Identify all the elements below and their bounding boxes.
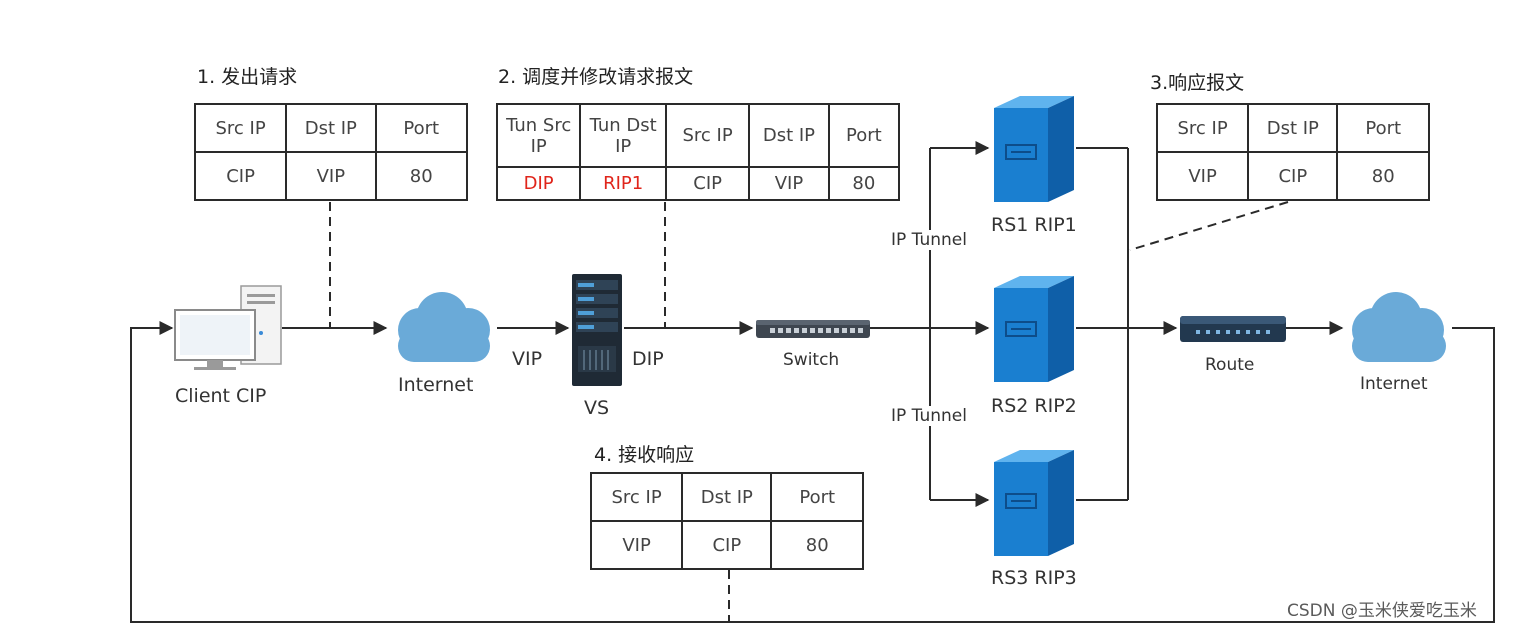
- step1-title: 1. 发出请求: [197, 66, 298, 88]
- header-src-ip: Src IP: [665, 102, 751, 169]
- value-src-ip: VIP: [589, 520, 684, 570]
- vs-label: VS: [584, 397, 610, 419]
- ip-tunnel-label-top: IP Tunnel: [889, 230, 969, 250]
- header-tun-dst-ip: Tun Dst IP: [579, 102, 668, 169]
- value-port: 80: [374, 151, 468, 201]
- packet-table-step4: Src IP Dst IP Port VIP CIP 80: [589, 472, 864, 570]
- line-return-loop: [130, 321, 1495, 623]
- header-dst-ip: Dst IP: [748, 102, 830, 169]
- packet-table-step2: Tun Src IP Tun Dst IP Src IP Dst IP Port…: [495, 102, 901, 201]
- vip-label: VIP: [512, 348, 543, 370]
- server-icon-rs2: [994, 276, 1074, 382]
- header-port: Port: [770, 472, 864, 522]
- rs2-label: RS2 RIP2: [991, 395, 1077, 417]
- value-src-ip: VIP: [1155, 151, 1250, 201]
- value-port: 80: [770, 520, 864, 570]
- rs1-label: RS1 RIP1: [991, 214, 1077, 236]
- internet-left-label: Internet: [398, 374, 474, 396]
- computer-icon: [174, 285, 282, 370]
- header-port: Port: [1336, 103, 1430, 153]
- value-port: 80: [827, 166, 901, 201]
- dash-step3: [1129, 201, 1289, 251]
- header-dst-ip: Dst IP: [681, 472, 773, 522]
- header-tun-src-ip: Tun Src IP: [495, 102, 582, 169]
- server-rack-icon: [572, 274, 622, 386]
- client-label: Client CIP: [175, 385, 267, 407]
- value-dst-ip: CIP: [681, 520, 773, 570]
- step3-title: 3.响应报文: [1150, 72, 1245, 94]
- server-icon-rs3: [994, 450, 1074, 556]
- header-src-ip: Src IP: [193, 103, 288, 153]
- watermark: CSDN @玉米侠爱吃玉米: [1287, 601, 1477, 621]
- value-port: 80: [1336, 151, 1430, 201]
- value-src-ip: CIP: [665, 166, 751, 201]
- value-tun-src-ip: DIP: [495, 166, 582, 201]
- switch-label: Switch: [783, 350, 840, 370]
- cloud-icon-left: [398, 292, 490, 362]
- value-tun-dst-ip: RIP1: [579, 166, 668, 201]
- router-icon: [1180, 316, 1286, 342]
- header-src-ip: Src IP: [1155, 103, 1250, 153]
- value-dst-ip: CIP: [1247, 151, 1339, 201]
- header-src-ip: Src IP: [589, 472, 684, 522]
- header-dst-ip: Dst IP: [285, 103, 377, 153]
- server-icon-rs1: [994, 96, 1074, 202]
- route-label: Route: [1205, 355, 1255, 375]
- header-dst-ip: Dst IP: [1247, 103, 1339, 153]
- value-src-ip: CIP: [193, 151, 288, 201]
- value-dst-ip: VIP: [285, 151, 377, 201]
- value-dst-ip: VIP: [748, 166, 830, 201]
- internet-right-label: Internet: [1360, 374, 1428, 394]
- packet-table-step1: Src IP Dst IP Port CIP VIP 80: [193, 103, 468, 201]
- packet-table-step3: Src IP Dst IP Port VIP CIP 80: [1155, 103, 1430, 201]
- step2-title: 2. 调度并修改请求报文: [498, 66, 694, 88]
- header-port: Port: [374, 103, 468, 153]
- step4-title: 4. 接收响应: [594, 444, 695, 466]
- dip-label: DIP: [632, 348, 664, 370]
- header-port: Port: [827, 102, 901, 169]
- rs3-label: RS3 RIP3: [991, 567, 1077, 589]
- ip-tunnel-label-bottom: IP Tunnel: [889, 406, 969, 426]
- switch-icon: [756, 320, 870, 338]
- cloud-icon-right: [1352, 292, 1446, 362]
